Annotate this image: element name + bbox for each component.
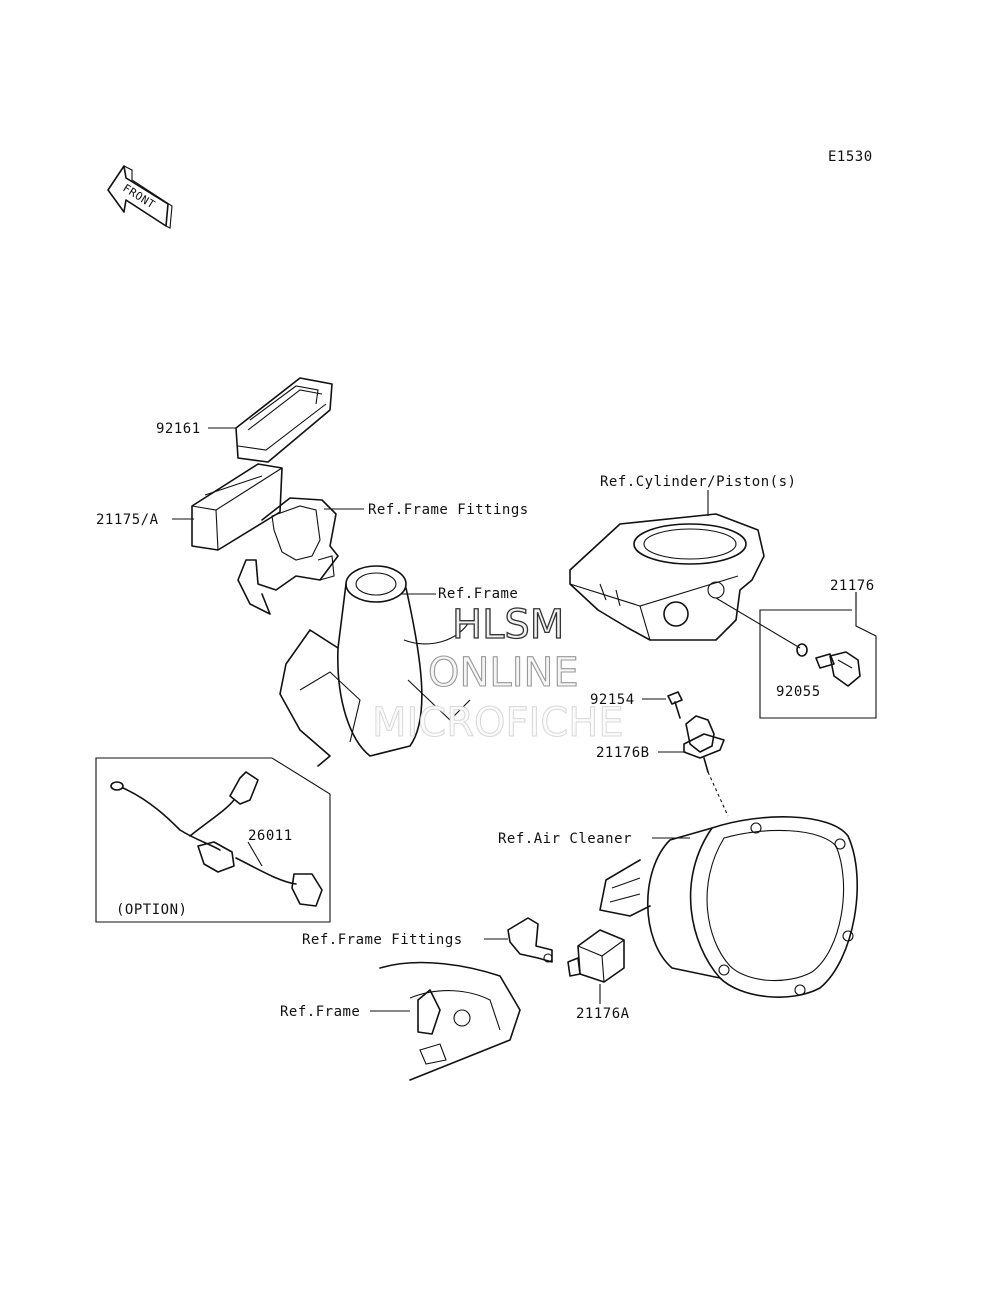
- label-92161: 92161: [156, 421, 201, 437]
- diagram-code: E1530: [828, 149, 873, 165]
- label-ref-frame-top: Ref.Frame: [438, 586, 518, 602]
- sensor-21176a: [567, 929, 625, 983]
- o-ring-92055: [796, 643, 808, 657]
- sensor-21176: [815, 651, 861, 687]
- frame-bottom-section: [379, 961, 521, 1081]
- label-ref-cylinder-piston: Ref.Cylinder/Piston(s): [600, 474, 796, 490]
- bracket-frame-fittings-bottom: [507, 917, 553, 963]
- frame-steering-head: [279, 565, 471, 767]
- label-21175a: 21175/A: [96, 512, 159, 528]
- label-21176a: 21176A: [576, 1006, 630, 1022]
- label-ref-frame-fittings-top: Ref.Frame Fittings: [368, 502, 529, 518]
- group-box-21176: [759, 592, 877, 719]
- watermark-line1: HLSM: [452, 602, 564, 648]
- option-box: [95, 757, 331, 923]
- front-arrow-icon: FRONT: [107, 165, 173, 229]
- watermark-line3: MICROFICHE: [372, 700, 624, 746]
- label-26011: 26011: [248, 828, 293, 844]
- bracket-frame-fittings-top: [237, 497, 339, 615]
- label-92055: 92055: [776, 684, 821, 700]
- watermark-line2: ONLINE: [428, 650, 579, 696]
- ecu-21175a: [191, 463, 283, 551]
- label-21176b: 21176B: [596, 745, 650, 761]
- label-option: (OPTION): [116, 902, 187, 918]
- label-92154: 92154: [590, 692, 635, 708]
- label-ref-air-cleaner: Ref.Air Cleaner: [498, 831, 632, 847]
- air-cleaner-housing: [599, 816, 858, 998]
- sensor-21176b: [683, 715, 725, 773]
- label-21176: 21176: [830, 578, 875, 594]
- label-ref-frame-fittings-bottom: Ref.Frame Fittings: [302, 932, 463, 948]
- label-ref-frame-bottom: Ref.Frame: [280, 1004, 360, 1020]
- harness-26011: [110, 771, 323, 907]
- ecu-cover-92161: [235, 377, 333, 463]
- cylinder: [569, 513, 765, 641]
- bolt-92154: [667, 691, 683, 719]
